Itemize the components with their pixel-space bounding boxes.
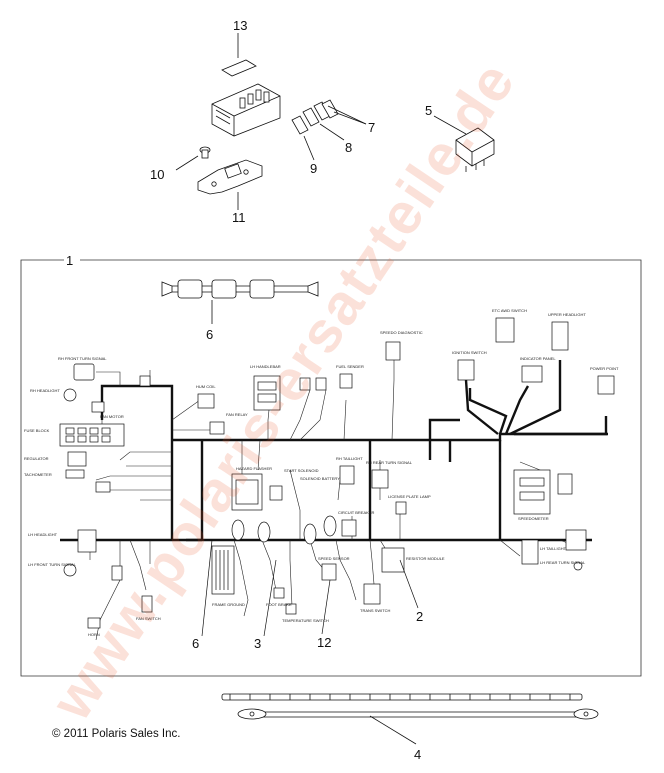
label-speed-sensor: SPEED SENSOR bbox=[318, 556, 350, 561]
lh-rear-turn-connector bbox=[565, 529, 587, 551]
copyright-notice: © 2011 Polaris Sales Inc. bbox=[52, 728, 181, 740]
harness-labels: RH FRONT TURN SIGNAL RH HEADLIGHT FAN MO… bbox=[24, 308, 619, 637]
label-license-plate: LICENSE PLATE LAMP bbox=[388, 494, 431, 499]
part-1-frame bbox=[20, 259, 642, 677]
callout-leaders bbox=[201, 539, 419, 637]
part-6-jumper-harness bbox=[161, 279, 319, 324]
rh-rear-turn-connector bbox=[371, 469, 389, 489]
foot-brake-connector bbox=[273, 587, 285, 599]
callout-3: 3 bbox=[254, 636, 262, 651]
watermark-text: www.polaris-ersatzteile.de bbox=[38, 50, 528, 732]
callout-6-top: 6 bbox=[206, 327, 214, 342]
label-hazard-flasher: HAZARD FLASHER bbox=[236, 466, 272, 471]
speed-sensor-connector bbox=[321, 563, 337, 581]
callout-7: 7 bbox=[368, 120, 376, 135]
label-frame-ground: FRAME GROUND bbox=[212, 602, 245, 607]
temperature-switch-connector bbox=[285, 603, 297, 615]
label-etc-awd-switch: ETC AWD SWITCH bbox=[492, 308, 527, 313]
label-lh-handlebar: LH HANDLEBAR bbox=[250, 364, 281, 369]
callout-5: 5 bbox=[425, 103, 433, 118]
upper-headlight-connector bbox=[551, 321, 569, 351]
label-resistor-module: RESISTOR MODULE bbox=[406, 556, 445, 561]
etc-awd-switch-connector bbox=[495, 317, 515, 343]
horn-connector bbox=[87, 617, 101, 629]
part-13-label-pad bbox=[221, 33, 257, 77]
lh-headlight-connector bbox=[77, 529, 97, 553]
fuel-sender-connector bbox=[339, 373, 353, 389]
harness-connectors bbox=[59, 317, 615, 629]
callout-11: 11 bbox=[232, 210, 246, 225]
label-lh-headlight: LH HEADLIGHT bbox=[28, 532, 58, 537]
label-trans-switch: TRANS SWITCH bbox=[360, 608, 391, 613]
trans-switch-connector bbox=[363, 583, 381, 605]
rh-taillight-connector bbox=[339, 465, 355, 485]
label-ignition-switch: IGNITION SWITCH bbox=[452, 350, 487, 355]
part-fuses-7-8-9 bbox=[291, 99, 367, 161]
hum-coil-connector bbox=[197, 393, 215, 409]
speedo-diagnostic-connector bbox=[385, 341, 401, 361]
label-foot-brake: FOOT BRAKE bbox=[266, 602, 292, 607]
label-fan-relay: FAN RELAY bbox=[226, 412, 248, 417]
label-tachometer: TACHOMETER bbox=[24, 472, 52, 477]
part-fuse-block bbox=[211, 83, 281, 137]
label-power-point: POWER POINT bbox=[590, 366, 619, 371]
callout-10: 10 bbox=[150, 167, 165, 182]
label-speedometer: SPEEDOMETER bbox=[518, 516, 549, 521]
label-circuit-breaker: CIRCUIT BREAKER bbox=[338, 510, 374, 515]
callout-8: 8 bbox=[345, 140, 353, 155]
rh-headlight-connector bbox=[63, 388, 77, 402]
label-temperature-switch: TEMPERATURE SWITCH bbox=[282, 618, 329, 623]
label-rh-taillight: RH TAILLIGHT bbox=[336, 456, 363, 461]
callout-4: 4 bbox=[414, 747, 422, 762]
label-rh-headlight: RH HEADLIGHT bbox=[30, 388, 60, 393]
power-point-connector bbox=[597, 375, 615, 395]
part-4-battery-cable bbox=[221, 693, 599, 745]
ignition-switch-connector bbox=[457, 359, 475, 381]
lh-front-turn-connector bbox=[63, 563, 77, 577]
indicator-panel-connector bbox=[521, 365, 543, 383]
label-rh-rear-turn: RH REAR TURN SIGNAL bbox=[366, 460, 413, 465]
callout-12: 12 bbox=[317, 635, 332, 650]
rh-front-turn-connector bbox=[73, 363, 95, 381]
harness-thin-wires bbox=[89, 360, 581, 641]
tachometer-connector bbox=[65, 469, 85, 479]
callout-13: 13 bbox=[233, 18, 248, 33]
regulator-connector bbox=[67, 451, 87, 467]
label-fuel-sender: FUEL SENDER bbox=[336, 364, 364, 369]
harness-trunks bbox=[60, 360, 608, 542]
label-speedo-diagnostic: SPEEDO DIAGNOSTIC bbox=[380, 330, 423, 335]
fan-relay-connector bbox=[209, 421, 225, 435]
watermark: www.polaris-ersatzteile.de bbox=[38, 50, 528, 732]
label-indicator-panel: INDICATOR PANEL bbox=[520, 356, 556, 361]
license-plate-connector bbox=[395, 501, 407, 515]
label-regulator: REGULATOR bbox=[24, 456, 49, 461]
label-start-solenoid: START SOLENOID bbox=[284, 468, 319, 473]
fan-switch-connector bbox=[141, 595, 153, 613]
resistor-module-connector bbox=[381, 547, 405, 573]
part-5-relay bbox=[433, 115, 495, 172]
label-lh-front-turn: LH FRONT TURN SIGNAL bbox=[28, 562, 77, 567]
label-fan-switch: FAN SWITCH bbox=[136, 616, 161, 621]
lh-taillight-connector bbox=[521, 539, 539, 565]
callout-9: 9 bbox=[310, 161, 318, 176]
fuse-block-connector bbox=[59, 423, 125, 447]
label-hum-coil: HUM COIL bbox=[196, 384, 216, 389]
callout-6-bottom: 6 bbox=[192, 636, 200, 651]
frame-ground-bundle bbox=[211, 545, 235, 595]
label-upper-headlight: UPPER HEADLIGHT bbox=[548, 312, 586, 317]
part-10-screw bbox=[175, 146, 211, 171]
part-11-bracket bbox=[197, 159, 263, 210]
label-fan-motor: FAN MOTOR bbox=[100, 414, 124, 419]
label-solenoid-battery: SOLENOID BATTERY bbox=[300, 476, 340, 481]
label-rh-front-turn: RH FRONT TURN SIGNAL bbox=[58, 356, 107, 361]
label-lh-rear-turn: LH REAR TURN SIGNAL bbox=[540, 560, 586, 565]
label-lh-taillight: LH TAILLIGHT bbox=[540, 546, 567, 551]
callout-2: 2 bbox=[416, 609, 424, 624]
circuit-breaker-connector bbox=[341, 519, 357, 537]
label-horn: HORN bbox=[88, 632, 100, 637]
label-fuse-block: FUSE BLOCK bbox=[24, 428, 50, 433]
lh-handlebar-connector bbox=[253, 375, 281, 411]
callout-1: 1 bbox=[66, 253, 74, 268]
